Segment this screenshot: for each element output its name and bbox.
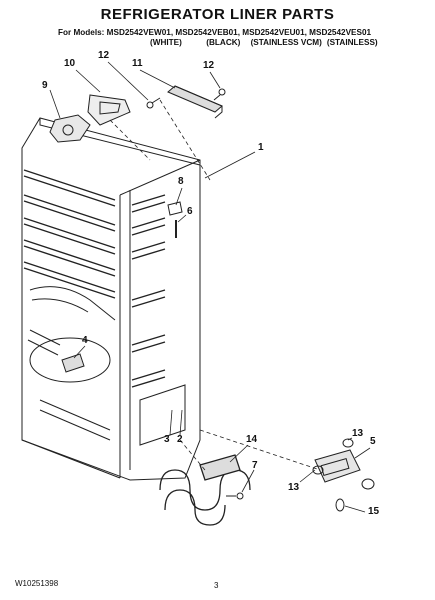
refrigerator-liner (21, 117, 201, 481)
callout-3: 3 (164, 434, 170, 445)
callout-8: 8 (178, 176, 184, 187)
part-8-clip (167, 201, 183, 216)
callout-2: 2 (177, 434, 183, 445)
callout-7: 7 (252, 460, 258, 471)
callout-1: 1 (258, 142, 264, 153)
part-7-screw (226, 492, 244, 500)
page-number: 3 (214, 581, 219, 590)
part-15-bulb (335, 478, 375, 512)
callout-5: 5 (370, 436, 376, 447)
part-4-sensor (61, 353, 85, 373)
callout-12-left: 12 (98, 50, 110, 61)
model-list: For Models: MSD2542VEW01, MSD2542VEB01, … (58, 28, 372, 37)
variant-white: (WHITE) (150, 38, 182, 47)
callout-14: 14 (246, 434, 258, 445)
callout-10: 10 (64, 58, 76, 69)
callout-11: 11 (132, 58, 143, 69)
callout-13-bottom: 13 (288, 482, 300, 493)
document-id: W10251398 (15, 579, 59, 588)
part-9-assembly (49, 114, 91, 143)
callout-6: 6 (187, 206, 193, 217)
variant-black: (BLACK) (206, 38, 241, 47)
part-5-cover (314, 449, 361, 483)
part-14-heater (159, 454, 251, 526)
callout-4: 4 (82, 335, 88, 346)
page-title: REFRIGERATOR LINER PARTS (100, 6, 335, 23)
callout-9: 9 (42, 80, 48, 91)
part-12-screw (146, 88, 226, 109)
callout-15: 15 (368, 506, 380, 517)
model-variants: (WHITE) (BLACK) (STAINLESS VCM) (STAINLE… (150, 38, 378, 47)
variant-stainless: (STAINLESS) (326, 38, 378, 47)
part-11-trim (167, 85, 223, 119)
part-13-grommet (312, 438, 354, 475)
callout-12-right: 12 (203, 60, 215, 71)
callout-13-top: 13 (352, 428, 364, 439)
part-10-housing (87, 94, 131, 126)
variant-stainless-vcm: (STAINLESS VCM) (250, 38, 322, 47)
